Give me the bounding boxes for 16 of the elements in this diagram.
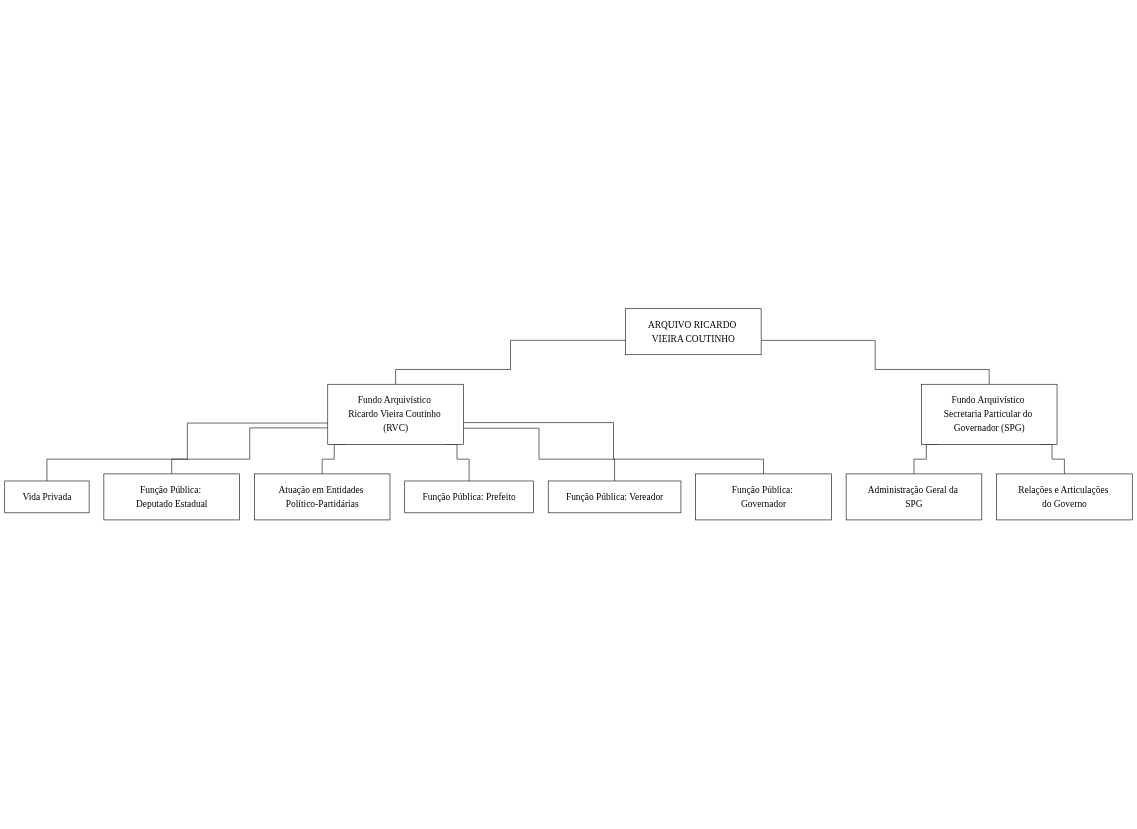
connector: [463, 428, 615, 482]
connector: [171, 427, 329, 475]
node-box: Relações e Articulações do Governo: [996, 473, 1133, 521]
node-box: Função Pública: Vereador: [547, 480, 682, 514]
node-box: Fundo Arquivístico Secretaria Particular do Governador (SPG): [921, 384, 1058, 445]
node-box: Administração Geral da SPG: [845, 473, 983, 521]
node-box: Função Pública: Governador: [695, 473, 832, 521]
connector: [46, 422, 329, 482]
node-box: Vida Privada: [4, 480, 90, 514]
node-box: Função Pública: Deputado Estadual: [103, 473, 240, 521]
connector: [463, 422, 764, 475]
node-box: ARQUIVO RICARDO VIEIRA COUTINHO: [625, 308, 762, 356]
node-box: Atuação em Entidades Político-Partidárias: [254, 473, 391, 521]
connector: [760, 340, 990, 385]
node-box: Fundo Arquivístico Ricardo Vieira Coutinho (RVC): [327, 384, 464, 445]
node-box: Função Pública: Prefeito: [404, 480, 534, 514]
